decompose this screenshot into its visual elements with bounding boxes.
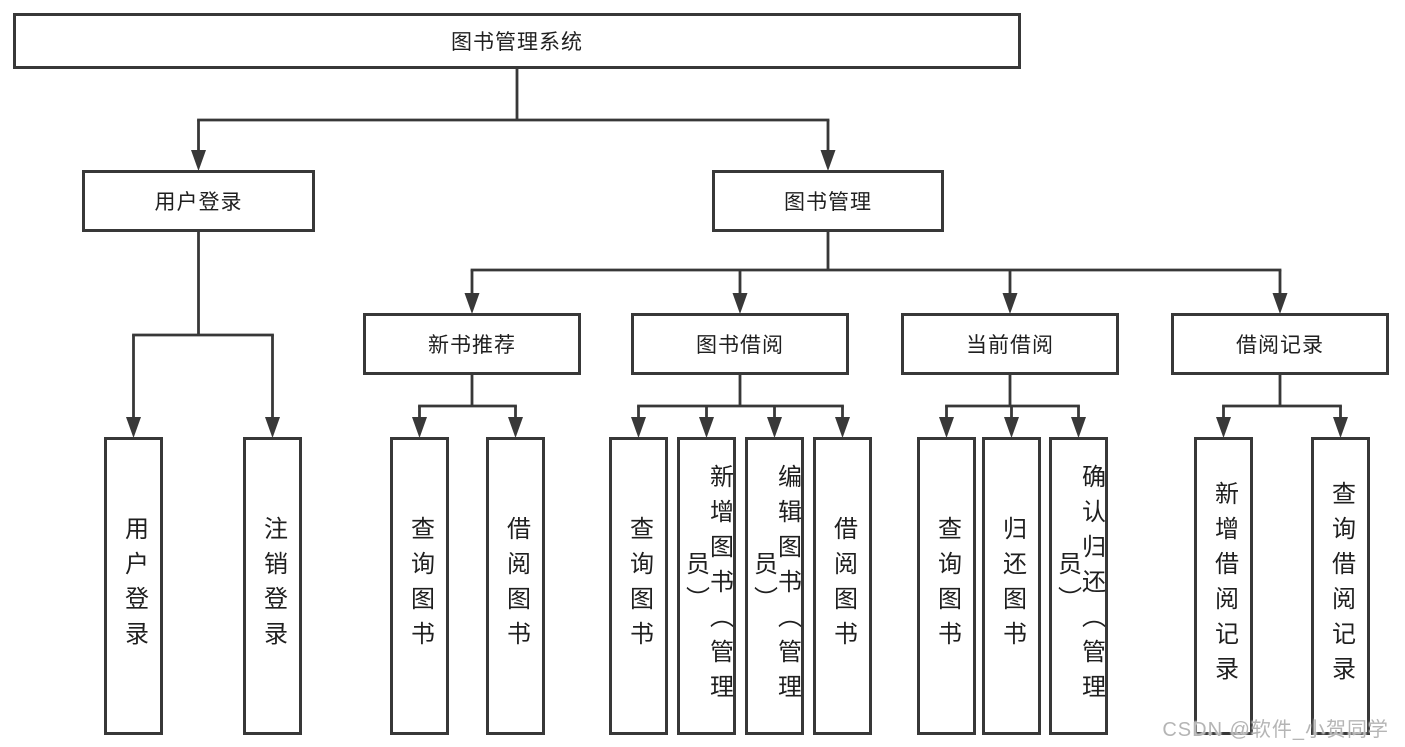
leaf-query-books-recommend: 查询图书 — [390, 437, 449, 735]
node-book-borrow: 图书借阅 — [631, 313, 849, 375]
leaf-add-borrow-record: 新增借阅记录 — [1194, 437, 1253, 735]
leaf-query-books-borrow: 查询图书 — [609, 437, 668, 735]
leaf-return-books: 归还图书 — [982, 437, 1041, 735]
leaf-borrow-books: 借阅图书 — [813, 437, 872, 735]
leaf-user-login: 用户登录 — [104, 437, 163, 735]
node-book-management: 图书管理 — [712, 170, 944, 232]
node-new-book-recommend: 新书推荐 — [363, 313, 581, 375]
leaf-add-books-admin: 新增图书（管理员） — [677, 437, 736, 735]
leaf-query-borrow-record: 查询借阅记录 — [1311, 437, 1370, 735]
node-borrow-records: 借阅记录 — [1171, 313, 1389, 375]
node-current-borrow: 当前借阅 — [901, 313, 1119, 375]
leaf-borrow-books-recommend: 借阅图书 — [486, 437, 545, 735]
leaf-logout-login: 注销登录 — [243, 437, 302, 735]
leaf-query-books-current: 查询图书 — [917, 437, 976, 735]
node-user-login: 用户登录 — [82, 170, 315, 232]
leaf-edit-books-admin: 编辑图书（管理员） — [745, 437, 804, 735]
leaf-confirm-return-admin: 确认归还（管理员） — [1049, 437, 1108, 735]
node-library-management-system: 图书管理系统 — [13, 13, 1021, 69]
csdn-watermark: CSDN @软件_小贺同学 — [1162, 719, 1389, 741]
